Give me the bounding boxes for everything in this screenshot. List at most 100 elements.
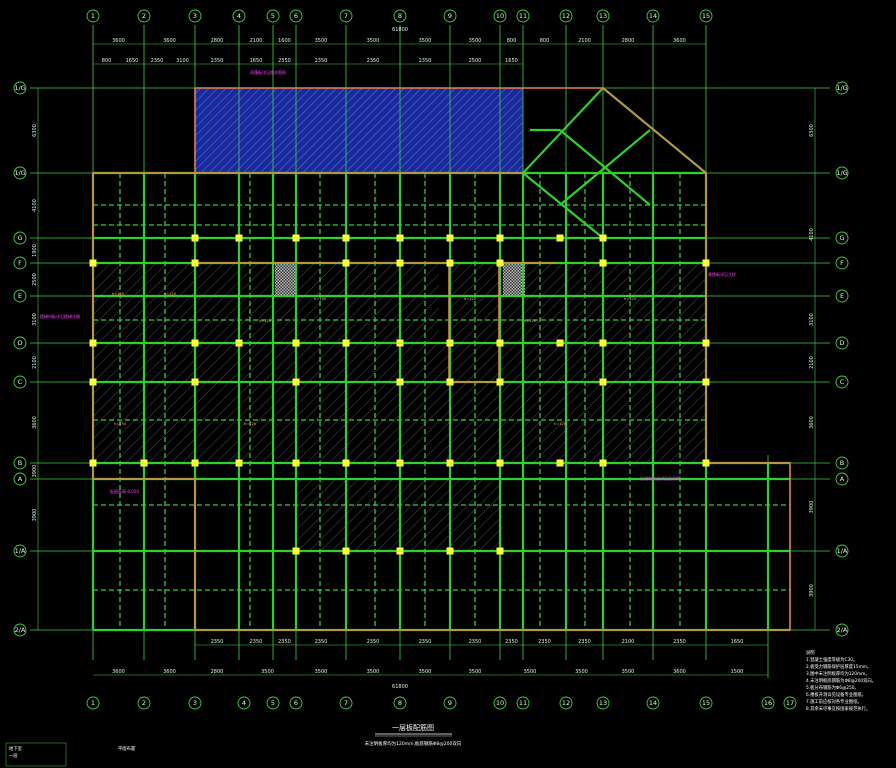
column-36	[702, 378, 710, 386]
bottom-dim-row2-text-12: 2350	[673, 639, 686, 645]
bottom-total-dimension: 61800	[392, 684, 408, 690]
axis-label-bottom-13: 13	[599, 699, 607, 707]
bottom-dim-row2-text-3: 2350	[278, 639, 291, 645]
column-22	[342, 339, 350, 347]
right-dim-text-7: 3900	[809, 584, 815, 597]
column-37	[89, 459, 97, 467]
top-dim-row1-text-13: 2800	[622, 38, 635, 44]
column-34	[496, 378, 504, 386]
axis-bubble-top-14	[646, 9, 660, 23]
column-12	[342, 259, 350, 267]
note-line-4: 4.未注明板底钢筋为Φ8@200双向。	[806, 677, 876, 684]
axis-label-bottom-10: 10	[496, 699, 504, 707]
callout-text-4: 悬挑板详见大样	[708, 271, 736, 277]
bottom-dim-row1-text-3: 2800	[211, 669, 224, 675]
axis-bubble-bottom-4	[237, 696, 251, 710]
axis-label-left-1: 1/G	[14, 84, 25, 92]
bottom-dim-row2-text-5: 2350	[367, 639, 380, 645]
axis-bubble-bottom-12	[559, 696, 573, 710]
column-30	[191, 378, 199, 386]
axis-bubble-top-9	[443, 9, 457, 23]
column-2	[235, 234, 243, 242]
slab-thickness-label-6: h=120	[524, 319, 537, 323]
top-dim-row2-text-6: 1650	[250, 58, 263, 64]
axis-label-right-3: G	[839, 234, 844, 242]
axis-label-top-15: 15	[702, 12, 710, 20]
note-line-2: 2.板受力钢筋保护层厚度15mm。	[806, 663, 871, 670]
column-29	[89, 378, 97, 386]
column-53	[496, 547, 504, 555]
slab-thickness-label-8: h=150	[114, 422, 127, 426]
top-dim-row1-text-8: 3500	[419, 38, 432, 44]
hatched-slab-2	[195, 263, 439, 343]
slab-thickness-label-3: h=120	[259, 319, 272, 323]
left-dim-text-2: 4100	[32, 199, 38, 212]
axis-bubble-bottom-14	[646, 696, 660, 710]
column-21	[292, 339, 300, 347]
top-dim-row1-text-12: 2100	[578, 38, 591, 44]
axis-label-bottom-15: 15	[702, 699, 710, 707]
column-19	[191, 339, 199, 347]
axis-bubble-right-1	[835, 81, 849, 95]
slab-thickness-label-2: h=120	[164, 292, 177, 296]
column-1	[191, 234, 199, 242]
axis-label-bottom-14: 14	[649, 699, 657, 707]
column-38	[140, 459, 148, 467]
top-dim-row2-text-2: 1650	[126, 58, 139, 64]
axis-bubble-right-11	[835, 623, 849, 637]
axis-bubble-top-3	[188, 9, 202, 23]
axis-label-right-8: B	[840, 459, 844, 467]
axis-bubble-top-8	[393, 9, 407, 23]
column-layer	[89, 234, 710, 555]
top-dim-row2-text-3: 2350	[151, 58, 164, 64]
slab-thickness-label-5: h=120	[464, 297, 477, 301]
axis-label-top-1: 1	[91, 12, 95, 20]
axis-bubble-top-7	[339, 9, 353, 23]
right-dim-text-1: 6300	[809, 124, 815, 137]
axis-label-bottom-4: 4	[242, 699, 246, 707]
axis-label-bottom-3: 3	[193, 699, 197, 707]
axis-bubble-bottom-15	[699, 696, 713, 710]
top-dim-row1-text-9: 3500	[469, 38, 482, 44]
column-39	[191, 459, 199, 467]
annotation-layer: 雨篷板详见相关图纸楼梯间板详见楼梯详图板面标高-0.050悬挑板详见大样后浇带做…	[40, 69, 736, 494]
axis-bubble-right-4	[835, 256, 849, 270]
column-51	[396, 547, 404, 555]
top-dim-row2-text-4: 3100	[176, 58, 189, 64]
top-dim-row2-text-9: 2350	[367, 58, 380, 64]
bottom-dim-row1-text-6: 3500	[367, 669, 380, 675]
axis-label-top-3: 3	[193, 12, 197, 20]
bottom-dim-row2-text-9: 2350	[538, 639, 551, 645]
column-8	[556, 234, 564, 242]
callout-text-2: 楼梯间板详见楼梯详图	[40, 313, 80, 319]
axis-bubble-right-3	[835, 231, 849, 245]
column-50	[342, 547, 350, 555]
axis-bubble-bottom-5	[266, 696, 280, 710]
bottom-dim-row2-text-10: 2350	[578, 639, 591, 645]
top-dim-row2-text-7: 2350	[278, 58, 291, 64]
axis-label-top-4: 4	[237, 12, 241, 20]
axis-label-bottom-7: 7	[344, 699, 348, 707]
axis-bubble-top-5	[266, 9, 280, 23]
axis-bubble-top-15	[699, 9, 713, 23]
axis-bubble-bottom-3	[188, 696, 202, 710]
axis-label-left-4: F	[18, 259, 22, 267]
bottom-dim-row1-text-8: 3500	[469, 669, 482, 675]
axis-bubble-top-10	[493, 9, 507, 23]
diagonal-beam	[522, 87, 604, 174]
axis-label-left-3: G	[17, 234, 22, 242]
slab-thickness-label-7: h=120	[624, 297, 637, 301]
top-dim-row2-text-12: 1650	[505, 58, 518, 64]
bottom-dim-row1-text-9: 3500	[524, 669, 537, 675]
general-notes: 说明 1.混凝土强度等级为C30。2.板受力钢筋保护层厚度15mm。3.图中未注…	[806, 649, 876, 712]
axis-label-top-8: 8	[398, 12, 402, 20]
column-28	[702, 339, 710, 347]
axis-label-left-8: B	[18, 459, 22, 467]
bottom-dim-row1-text-10: 3500	[575, 669, 588, 675]
bottom-dim-row2-text-1: 2350	[211, 639, 224, 645]
bottom-dim-row1-text-4: 3500	[261, 669, 274, 675]
axis-bubble-left-10	[13, 544, 27, 558]
column-43	[396, 459, 404, 467]
axis-bubble-left-3	[13, 231, 27, 245]
